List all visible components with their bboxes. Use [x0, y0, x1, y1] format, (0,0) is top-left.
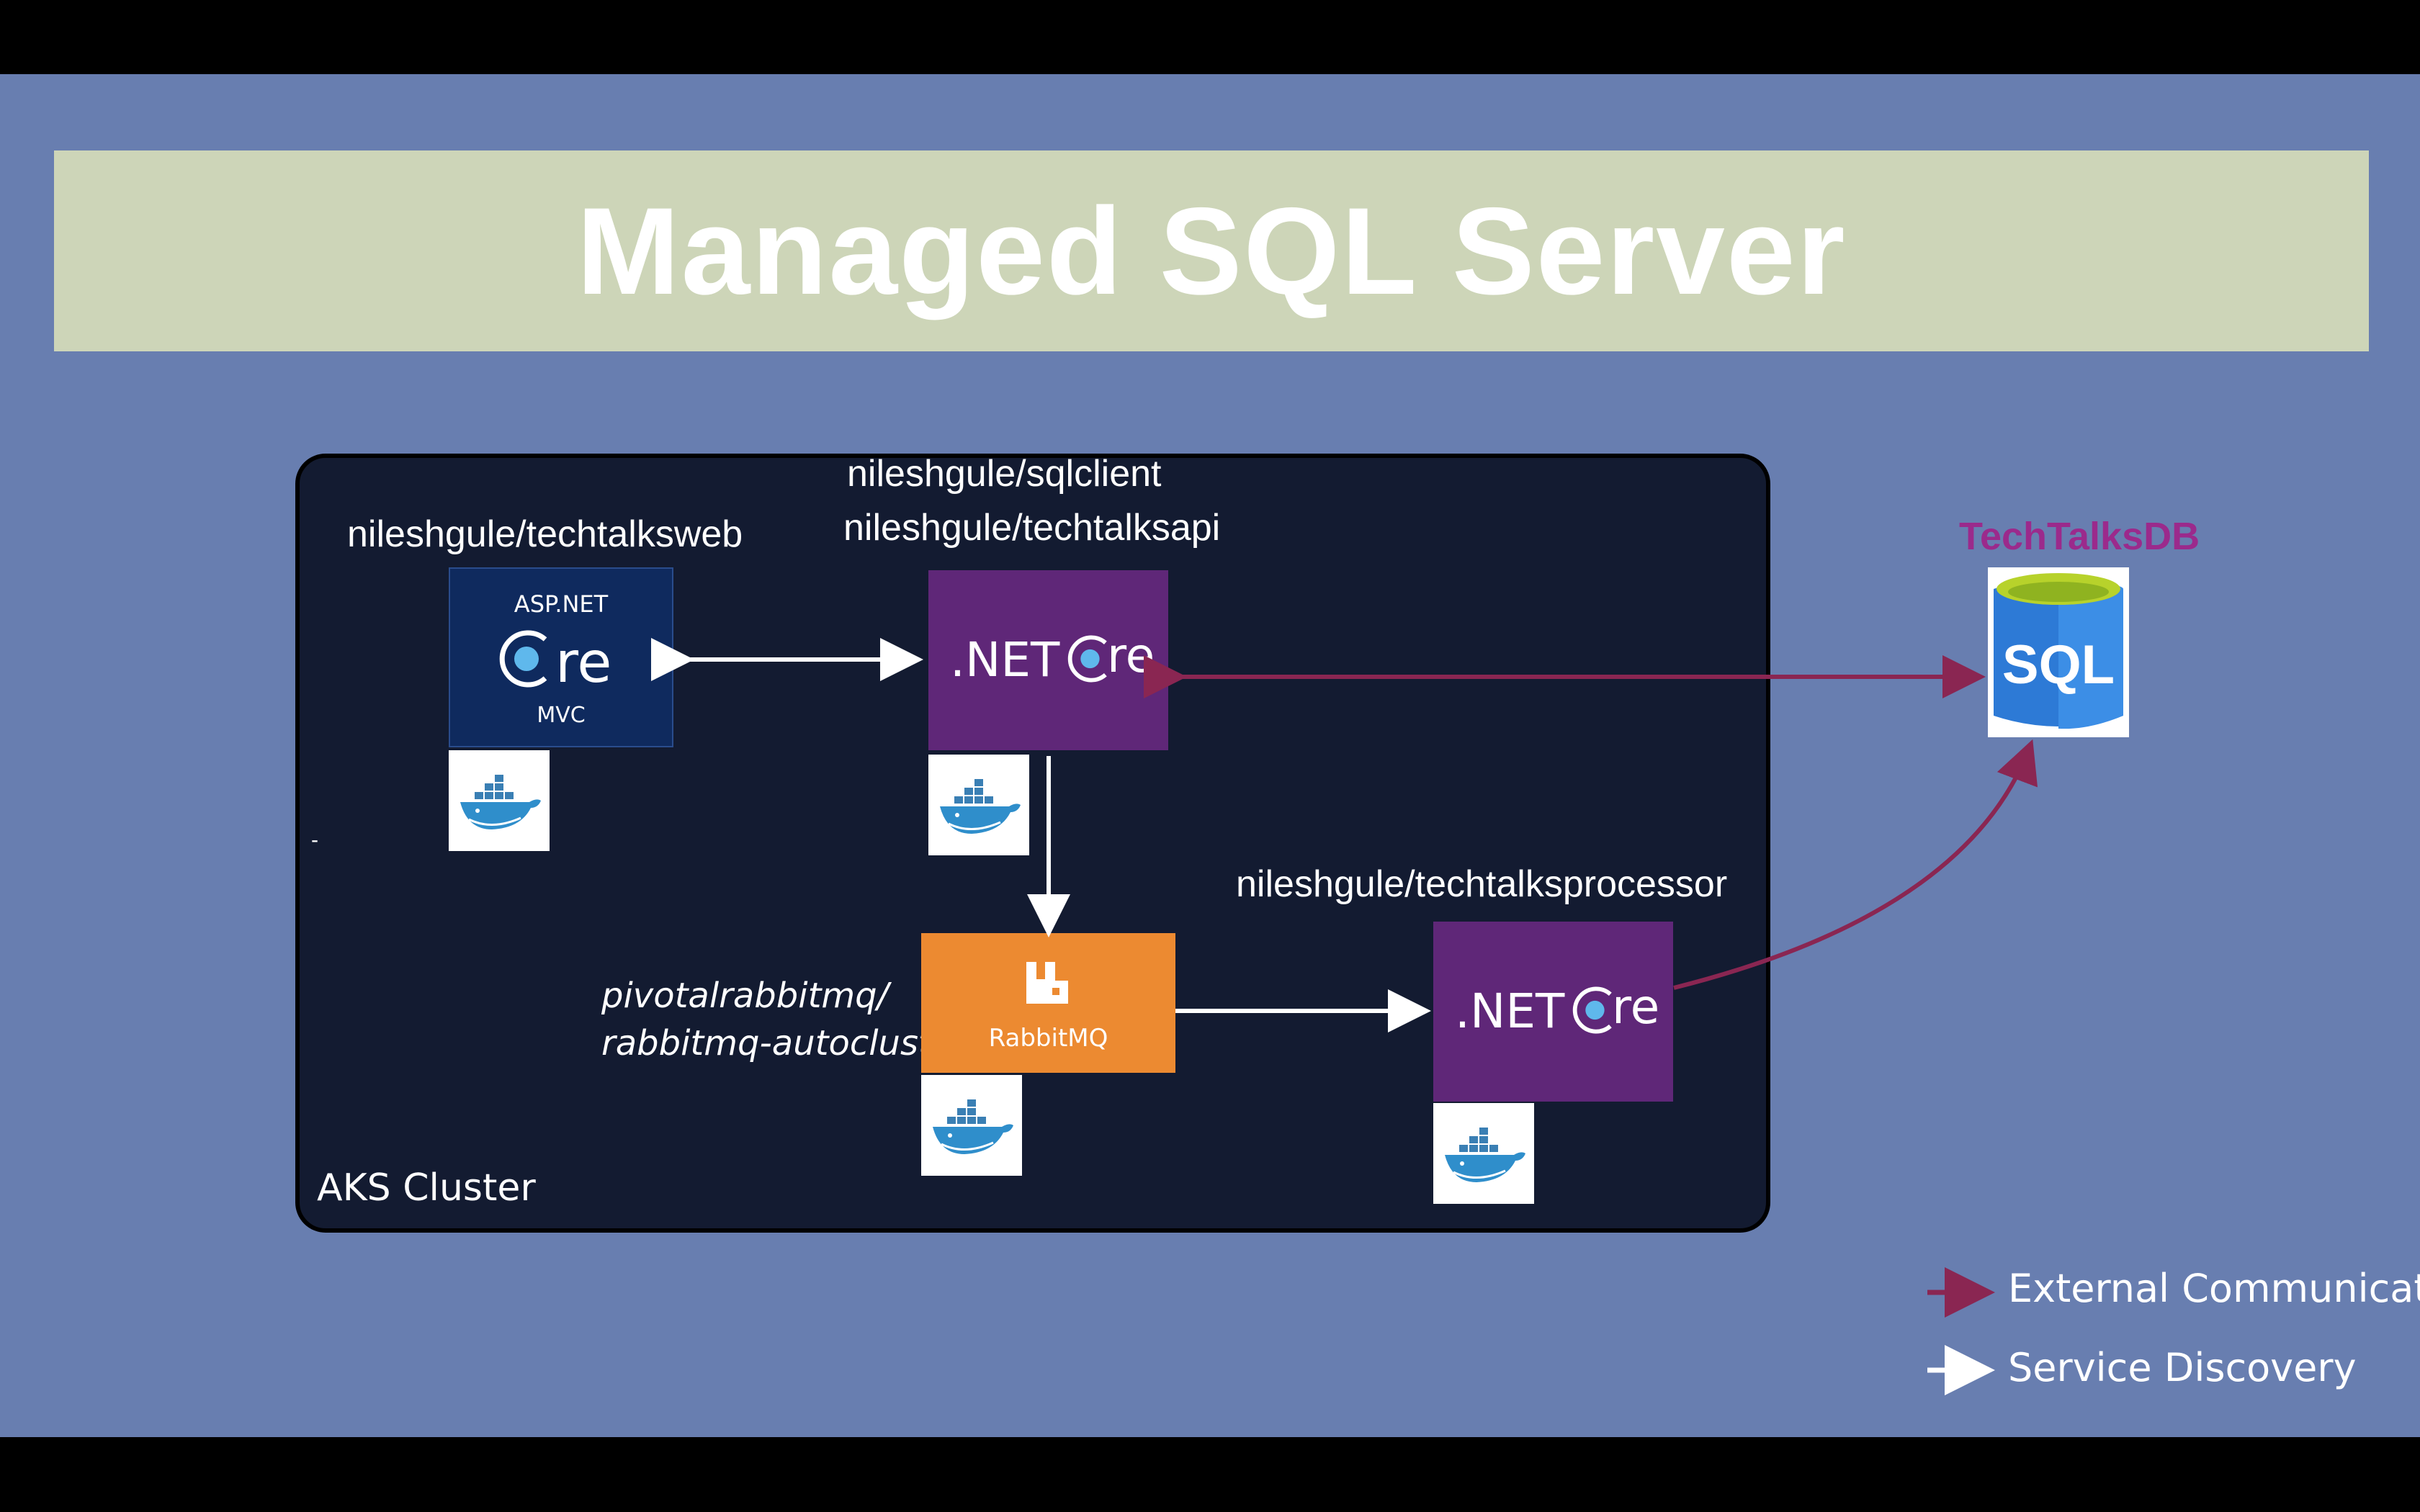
docker-whale-icon	[921, 1075, 1022, 1176]
core-c-icon	[499, 630, 547, 688]
netcore-processor-suffix: re	[1612, 979, 1660, 1035]
aks-cluster-label: AKS Cluster	[317, 1166, 536, 1210]
api-image-label: nileshgule/techtalksapi	[843, 507, 1221, 549]
processor-database-arrow	[1673, 739, 2038, 990]
rabbitmq-logo-text: RabbitMQ	[988, 1024, 1108, 1053]
stray-dash: -	[311, 828, 318, 852]
netcore-api-logo: .NET re	[928, 570, 1168, 750]
rabbitmq-logo: RabbitMQ	[921, 933, 1175, 1073]
web-image-label: nileshgule/techtalksweb	[347, 513, 743, 555]
sql-database-icon: SQL	[1988, 567, 2129, 737]
sql-icon-text: SQL	[2002, 634, 2115, 696]
rabbitmq-image-label: pivotalrabbitmq/ rabbitmq-autocluster	[601, 972, 967, 1067]
netcore-processor-prefix: .NET	[1455, 984, 1565, 1039]
legend-discovery-label: Service Discovery	[2008, 1345, 2357, 1390]
database-name-label: TechTalksDB	[1959, 515, 2200, 558]
slide-title: Managed SQL Server	[576, 181, 1847, 320]
netcore-processor-logo: .NET re	[1433, 922, 1673, 1102]
netcore-api-prefix: .NET	[950, 632, 1060, 688]
aspnet-logo-bottom-text: MVC	[537, 703, 586, 728]
sqlclient-image-label: nileshgule/sqlclient	[847, 453, 1162, 495]
docker-whale-icon	[928, 755, 1029, 855]
docker-whale-icon	[449, 750, 550, 851]
aspnet-logo-top-text: ASP.NET	[514, 590, 609, 618]
rabbitmq-image-label-line1: pivotalrabbitmq/	[601, 976, 889, 1016]
title-banner: Managed SQL Server	[54, 150, 2369, 351]
rabbitmq-icon	[1026, 962, 1068, 1004]
aspnet-core-mvc-logo: ASP.NET re MVC	[449, 567, 673, 747]
docker-whale-icon	[1433, 1103, 1534, 1204]
legend-external-label: External Communication	[2008, 1266, 2420, 1311]
aspnet-logo-core-text: re	[555, 631, 612, 696]
core-c-icon	[1067, 635, 1107, 683]
core-c-icon	[1572, 986, 1612, 1034]
processor-image-label: nileshgule/techtalksprocessor	[1236, 863, 1728, 905]
rabbitmq-image-label-line2: rabbitmq-autocluster	[601, 1023, 968, 1063]
